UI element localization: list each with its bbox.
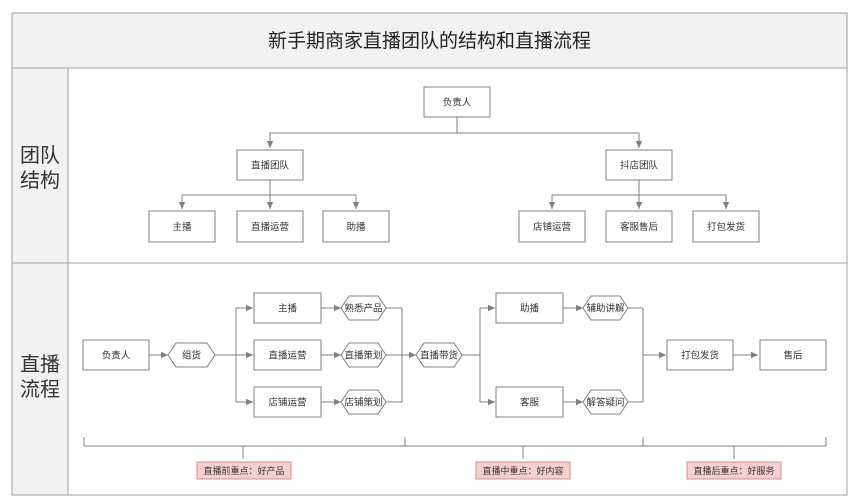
team-section-label-cell bbox=[11, 67, 69, 264]
phase-highlight-pre: 直播前重点：好产品 bbox=[196, 461, 292, 480]
team-structure-connectors bbox=[178, 117, 730, 209]
phase-highlight-pre-label: 直播前重点：好产品 bbox=[203, 465, 284, 477]
team-section-label-1: 团队 bbox=[20, 143, 60, 167]
flow-section-label-2: 流程 bbox=[20, 377, 60, 401]
team-root-label: 负责人 bbox=[443, 97, 472, 109]
team-leaf-node: 直播运营 bbox=[236, 210, 304, 243]
flow-post-node: 售后 bbox=[759, 339, 827, 371]
team-right-group-label: 抖店团队 bbox=[620, 160, 659, 172]
team-left-group-node: 直播团队 bbox=[236, 149, 304, 181]
flow-start-node: 负责人 bbox=[82, 339, 150, 371]
team-leaf-label: 打包发货 bbox=[707, 221, 745, 233]
page-title: 新手期商家直播团队的结构和直播流程 bbox=[268, 30, 591, 52]
flow-section-label-1: 直播 bbox=[20, 352, 60, 376]
phase-highlight-post-label: 直播后重点：好服务 bbox=[693, 465, 774, 477]
outer-frame bbox=[11, 12, 848, 496]
phase-highlight-post: 直播后重点：好服务 bbox=[686, 461, 782, 480]
team-section-label-2: 结构 bbox=[20, 168, 60, 192]
flow-task-node: 直播策划 bbox=[340, 342, 387, 368]
flow-task-label: 直播策划 bbox=[344, 350, 382, 362]
flow-role-label: 直播运营 bbox=[268, 350, 306, 362]
flow-role-node: 店铺运营 bbox=[253, 386, 322, 418]
team-leaf-node: 助播 bbox=[322, 210, 390, 243]
team-leaf-label: 店铺运营 bbox=[533, 221, 571, 233]
flow-post-node: 打包发货 bbox=[666, 339, 734, 371]
title-bar bbox=[11, 12, 848, 69]
team-root-node: 负责人 bbox=[423, 86, 491, 118]
flow-role-label: 主播 bbox=[278, 303, 298, 315]
flow-task-node: 辅助讲解 bbox=[582, 295, 629, 321]
flow-start-label: 负责人 bbox=[102, 350, 131, 362]
flow-step-node: 组货 bbox=[167, 342, 216, 368]
flow-section-label-cell bbox=[11, 262, 69, 496]
flow-post-label: 打包发货 bbox=[681, 350, 719, 362]
team-right-group-node: 抖店团队 bbox=[605, 149, 673, 181]
team-leaf-label: 助播 bbox=[346, 221, 366, 233]
flow-role-node: 直播运营 bbox=[253, 339, 322, 371]
phase-bracket bbox=[83, 437, 827, 459]
team-leaf-node: 客服售后 bbox=[605, 210, 673, 243]
flow-task-label: 熟悉产品 bbox=[344, 303, 382, 315]
team-leaf-label: 客服售后 bbox=[620, 221, 659, 233]
team-leaf-node: 打包发货 bbox=[692, 210, 760, 243]
flow-connectors bbox=[148, 304, 758, 406]
flow-role-node: 客服 bbox=[495, 386, 564, 418]
team-leaf-node: 主播 bbox=[148, 210, 216, 243]
flow-post-label: 售后 bbox=[783, 350, 803, 362]
flow-task-node: 店铺策划 bbox=[340, 389, 387, 415]
phase-highlight-mid-label: 直播中重点：好内容 bbox=[482, 465, 563, 477]
flow-role-node: 助播 bbox=[495, 292, 564, 324]
flow-step-label: 组货 bbox=[182, 350, 201, 362]
team-leaf-label: 主播 bbox=[172, 221, 192, 233]
flow-role-node: 主播 bbox=[253, 292, 322, 324]
flow-role-label: 助播 bbox=[520, 303, 540, 315]
flow-task-node: 解答疑问 bbox=[582, 389, 629, 415]
phase-highlight-mid: 直播中重点：好内容 bbox=[475, 461, 571, 480]
flow-step-node: 直播带货 bbox=[415, 342, 463, 368]
flow-task-label: 解答疑问 bbox=[586, 397, 624, 409]
team-leaf-node: 店铺运营 bbox=[518, 210, 586, 243]
flow-step-label: 直播带货 bbox=[420, 350, 458, 362]
team-left-group-label: 直播团队 bbox=[251, 160, 290, 172]
flow-role-label: 店铺运营 bbox=[268, 397, 306, 409]
flow-task-label: 店铺策划 bbox=[344, 397, 382, 409]
team-leaf-label: 直播运营 bbox=[251, 221, 289, 233]
flow-task-node: 熟悉产品 bbox=[340, 295, 387, 321]
flow-role-label: 客服 bbox=[520, 397, 540, 409]
flow-task-label: 辅助讲解 bbox=[586, 303, 625, 315]
